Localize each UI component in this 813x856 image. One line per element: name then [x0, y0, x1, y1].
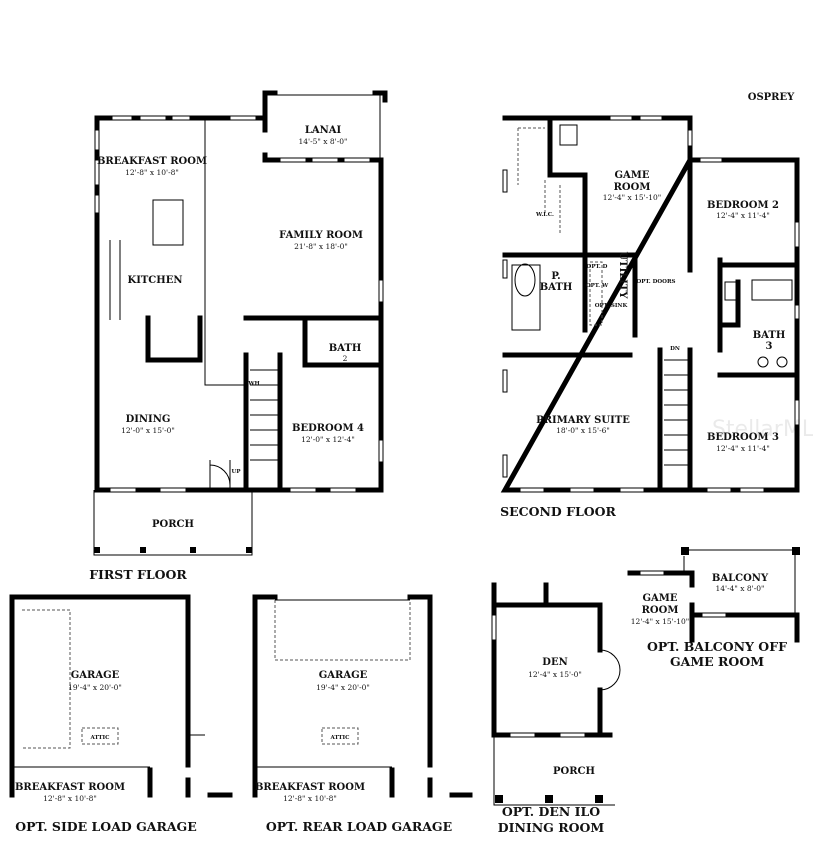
balcony-title-2: GAME ROOM [670, 654, 764, 669]
first-floor-plan: BREAKFAST ROOM 12'-8" x 10'-8" KITCHEN L… [89, 90, 388, 582]
side-garage-name: GARAGE [71, 670, 120, 681]
balcony-game-dims: 12'-4" x 15'-10" [631, 617, 690, 626]
balcony-name: BALCONY [712, 573, 769, 584]
room-wic-name: W.I.C. [535, 212, 554, 218]
room-pbath-name-1: P. [551, 271, 560, 282]
room-dining-name: DINING [126, 414, 171, 425]
balcony-game-name-1: GAME [643, 593, 678, 604]
opt-doors-label: OPT. DOORS [636, 279, 675, 285]
first-floor-title: FIRST FLOOR [89, 567, 187, 582]
room-utility-name: UTILITY [617, 251, 628, 299]
room-bedroom3-dims: 12'-4" x 11'-4" [716, 444, 770, 453]
rear-garage-breakfast-name: BREAKFAST ROOM [255, 782, 365, 793]
room-primary-name: PRIMARY SUITE [536, 415, 630, 426]
room-breakfast-dims: 12'-8" x 10'-8" [125, 168, 179, 177]
balcony-title-1: OPT. BALCONY OFF [647, 639, 787, 654]
balcony-dims: 14'-4" x 8'-0" [716, 584, 765, 593]
rear-garage-attic: ATTIC [330, 735, 351, 741]
room-lanai-name: LANAI [305, 125, 342, 136]
stairs-down-label: DN [670, 346, 680, 352]
room-bath2-num: 2 [343, 354, 348, 363]
room-game-dims: 12'-4" x 15'-10" [603, 193, 662, 202]
second-floor-plan: GAME ROOM 12'-4" x 15'-10" BEDROOM 2 12'… [500, 115, 813, 519]
room-lanai-dims: 14'-5" x 8'-0" [299, 137, 348, 146]
den-title-1: OPT. DEN ILO [502, 804, 600, 819]
water-heater-label: WH [247, 381, 259, 387]
opt-dryer-label: OPT. D [587, 264, 608, 270]
room-bath3-num: 3 [766, 341, 773, 352]
room-kitchen-name: KITCHEN [128, 275, 183, 286]
opt-side-load-garage: GARAGE 19'-4" x 20'-0" ATTIC BREAKFAST R… [9, 594, 233, 834]
room-bedroom2-name: BEDROOM 2 [707, 200, 779, 211]
room-pbath-name-2: BATH [540, 282, 573, 293]
side-garage-dims: 19'-4" x 20'-0" [68, 683, 122, 692]
room-family-dims: 21'-8" x 18'-0" [294, 242, 348, 251]
room-family-name: FAMILY ROOM [279, 230, 363, 241]
side-garage-title: OPT. SIDE LOAD GARAGE [15, 819, 197, 834]
den-name: DEN [542, 657, 567, 668]
side-garage-breakfast-dims: 12'-8" x 10'-8" [43, 794, 97, 803]
room-bath3-name: BATH [753, 330, 786, 341]
opt-sink-label: OPT. SINK [595, 303, 628, 309]
rear-garage-dims: 19'-4" x 20'-0" [316, 683, 370, 692]
room-breakfast-name: BREAKFAST ROOM [97, 156, 207, 167]
rear-garage-name: GARAGE [319, 670, 368, 681]
room-bedroom4-name: BEDROOM 4 [292, 423, 364, 434]
side-garage-breakfast-name: BREAKFAST ROOM [15, 782, 125, 793]
balcony-game-name-2: ROOM [642, 605, 679, 616]
rear-garage-title: OPT. REAR LOAD GARAGE [266, 819, 452, 834]
second-floor-title: SECOND FLOOR [500, 504, 616, 519]
room-dining-dims: 12'-0" x 15'-0" [121, 426, 175, 435]
den-porch-name: PORCH [553, 766, 595, 777]
den-title-2: DINING ROOM [498, 820, 605, 835]
room-bedroom2-dims: 12'-4" x 11'-4" [716, 211, 770, 220]
room-bedroom3-name: BEDROOM 3 [707, 432, 779, 443]
opt-rear-load-garage: GARAGE 19'-4" x 20'-0" ATTIC BREAKFAST R… [252, 594, 473, 834]
room-porch-name: PORCH [152, 519, 194, 530]
room-primary-dims: 18'-0" x 15'-6" [556, 426, 610, 435]
side-garage-attic: ATTIC [90, 735, 111, 741]
opt-den-ilo-dining: DEN 12'-4" x 15'-0" PORCH OPT. DEN ILO D… [491, 582, 621, 835]
opt-washer-label: OPT. W [586, 283, 609, 289]
room-bedroom4-dims: 12'-0" x 12'-4" [301, 435, 355, 444]
room-bath2-name: BATH [329, 343, 362, 354]
stairs-up-label: UP [232, 469, 241, 475]
room-game-name-2: ROOM [614, 182, 651, 193]
rear-garage-breakfast-dims: 12'-8" x 10'-8" [283, 794, 337, 803]
model-name: OSPREY [748, 92, 795, 103]
opt-balcony-off-game-room: BALCONY 14'-4" x 8'-0" GAME ROOM 12'-4" … [627, 547, 800, 669]
den-dims: 12'-4" x 15'-0" [528, 670, 582, 679]
room-game-name-1: GAME [615, 170, 650, 181]
